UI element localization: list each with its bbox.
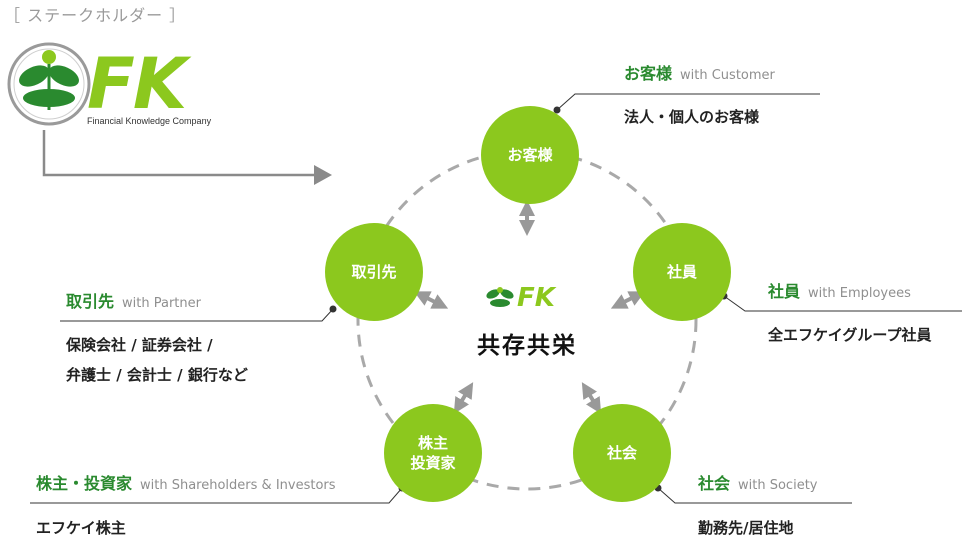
node-employees-label: 社員	[666, 262, 697, 281]
node-shareholders-line1: 株主	[417, 433, 448, 452]
label-customer-sub: with Customer	[680, 68, 775, 83]
label-society: 社会 with Society	[698, 470, 817, 494]
node-society-label: 社会	[606, 443, 637, 462]
label-shareholders-main: 株主・投資家	[36, 474, 133, 493]
label-society-sub: with Society	[738, 478, 818, 493]
label-employees: 社員 with Employees	[768, 278, 911, 302]
node-employees: 社員	[633, 223, 731, 321]
arrow-partner	[413, 291, 449, 309]
label-customer-main: お客様	[624, 64, 673, 83]
company-arrowhead	[314, 165, 332, 185]
desc-society-line: 勤務先/居住地	[698, 519, 794, 537]
node-shareholders-line2: 投資家	[410, 454, 456, 472]
desc-partner: 保険会社 / 証券会社 / 弁護士 / 会計士 / 銀行など	[66, 330, 248, 390]
center-logo: FK	[486, 283, 557, 313]
label-partner-main: 取引先	[66, 292, 115, 311]
leader-partner	[60, 305, 337, 322]
desc-society: 勤務先/居住地	[698, 513, 793, 543]
node-shareholders: 株主 投資家	[384, 404, 482, 502]
center-logo-text: FK	[517, 283, 557, 313]
company-logo-subtitle: Financial Knowledge Company	[87, 116, 212, 126]
desc-partner-line-2: 弁護士 / 会計士 / 銀行など	[66, 366, 248, 384]
label-employees-sub: with Employees	[808, 286, 911, 301]
leader-customer	[553, 93, 820, 114]
arrow-employees	[610, 291, 646, 309]
label-partner-sub: with Partner	[122, 296, 201, 311]
company-logo: FK Financial Knowledge Company	[5, 40, 220, 130]
arrow-society	[581, 382, 602, 414]
label-shareholders-sub: with Shareholders & Investors	[140, 478, 336, 493]
desc-shareholders-line: エフケイ株主	[36, 519, 126, 537]
node-customer-label: お客様	[507, 145, 553, 164]
label-employees-main: 社員	[768, 282, 801, 301]
label-society-main: 社会	[698, 474, 731, 493]
company-arrow	[42, 130, 320, 177]
ring-dashed-circle	[356, 149, 698, 491]
company-logo-text: FK	[87, 43, 192, 125]
node-partner: 取引先	[325, 223, 423, 321]
label-shareholders: 株主・投資家 with Shareholders & Investors	[36, 470, 336, 494]
node-partner-label: 取引先	[351, 262, 397, 281]
label-customer: お客様 with Customer	[624, 60, 775, 84]
company-emblem-icon	[7, 42, 91, 126]
desc-partner-line-1: 保険会社 / 証券会社 /	[66, 336, 213, 354]
desc-employees: 全エフケイグループ社員	[768, 320, 932, 350]
desc-employees-line: 全エフケイグループ社員	[768, 326, 932, 344]
label-partner: 取引先 with Partner	[66, 288, 201, 312]
arrow-shareholders	[453, 382, 474, 414]
page-label: ［ ステークホルダー ］	[4, 6, 187, 25]
node-customer: お客様	[481, 106, 579, 204]
desc-customer: 法人・個人のお客様	[624, 102, 759, 132]
node-society: 社会	[573, 404, 671, 502]
center-title: 共存共栄	[477, 333, 577, 359]
desc-shareholders: エフケイ株主	[36, 513, 126, 543]
desc-customer-line: 法人・個人のお客様	[624, 108, 760, 126]
center-leaf-icon	[486, 287, 514, 307]
